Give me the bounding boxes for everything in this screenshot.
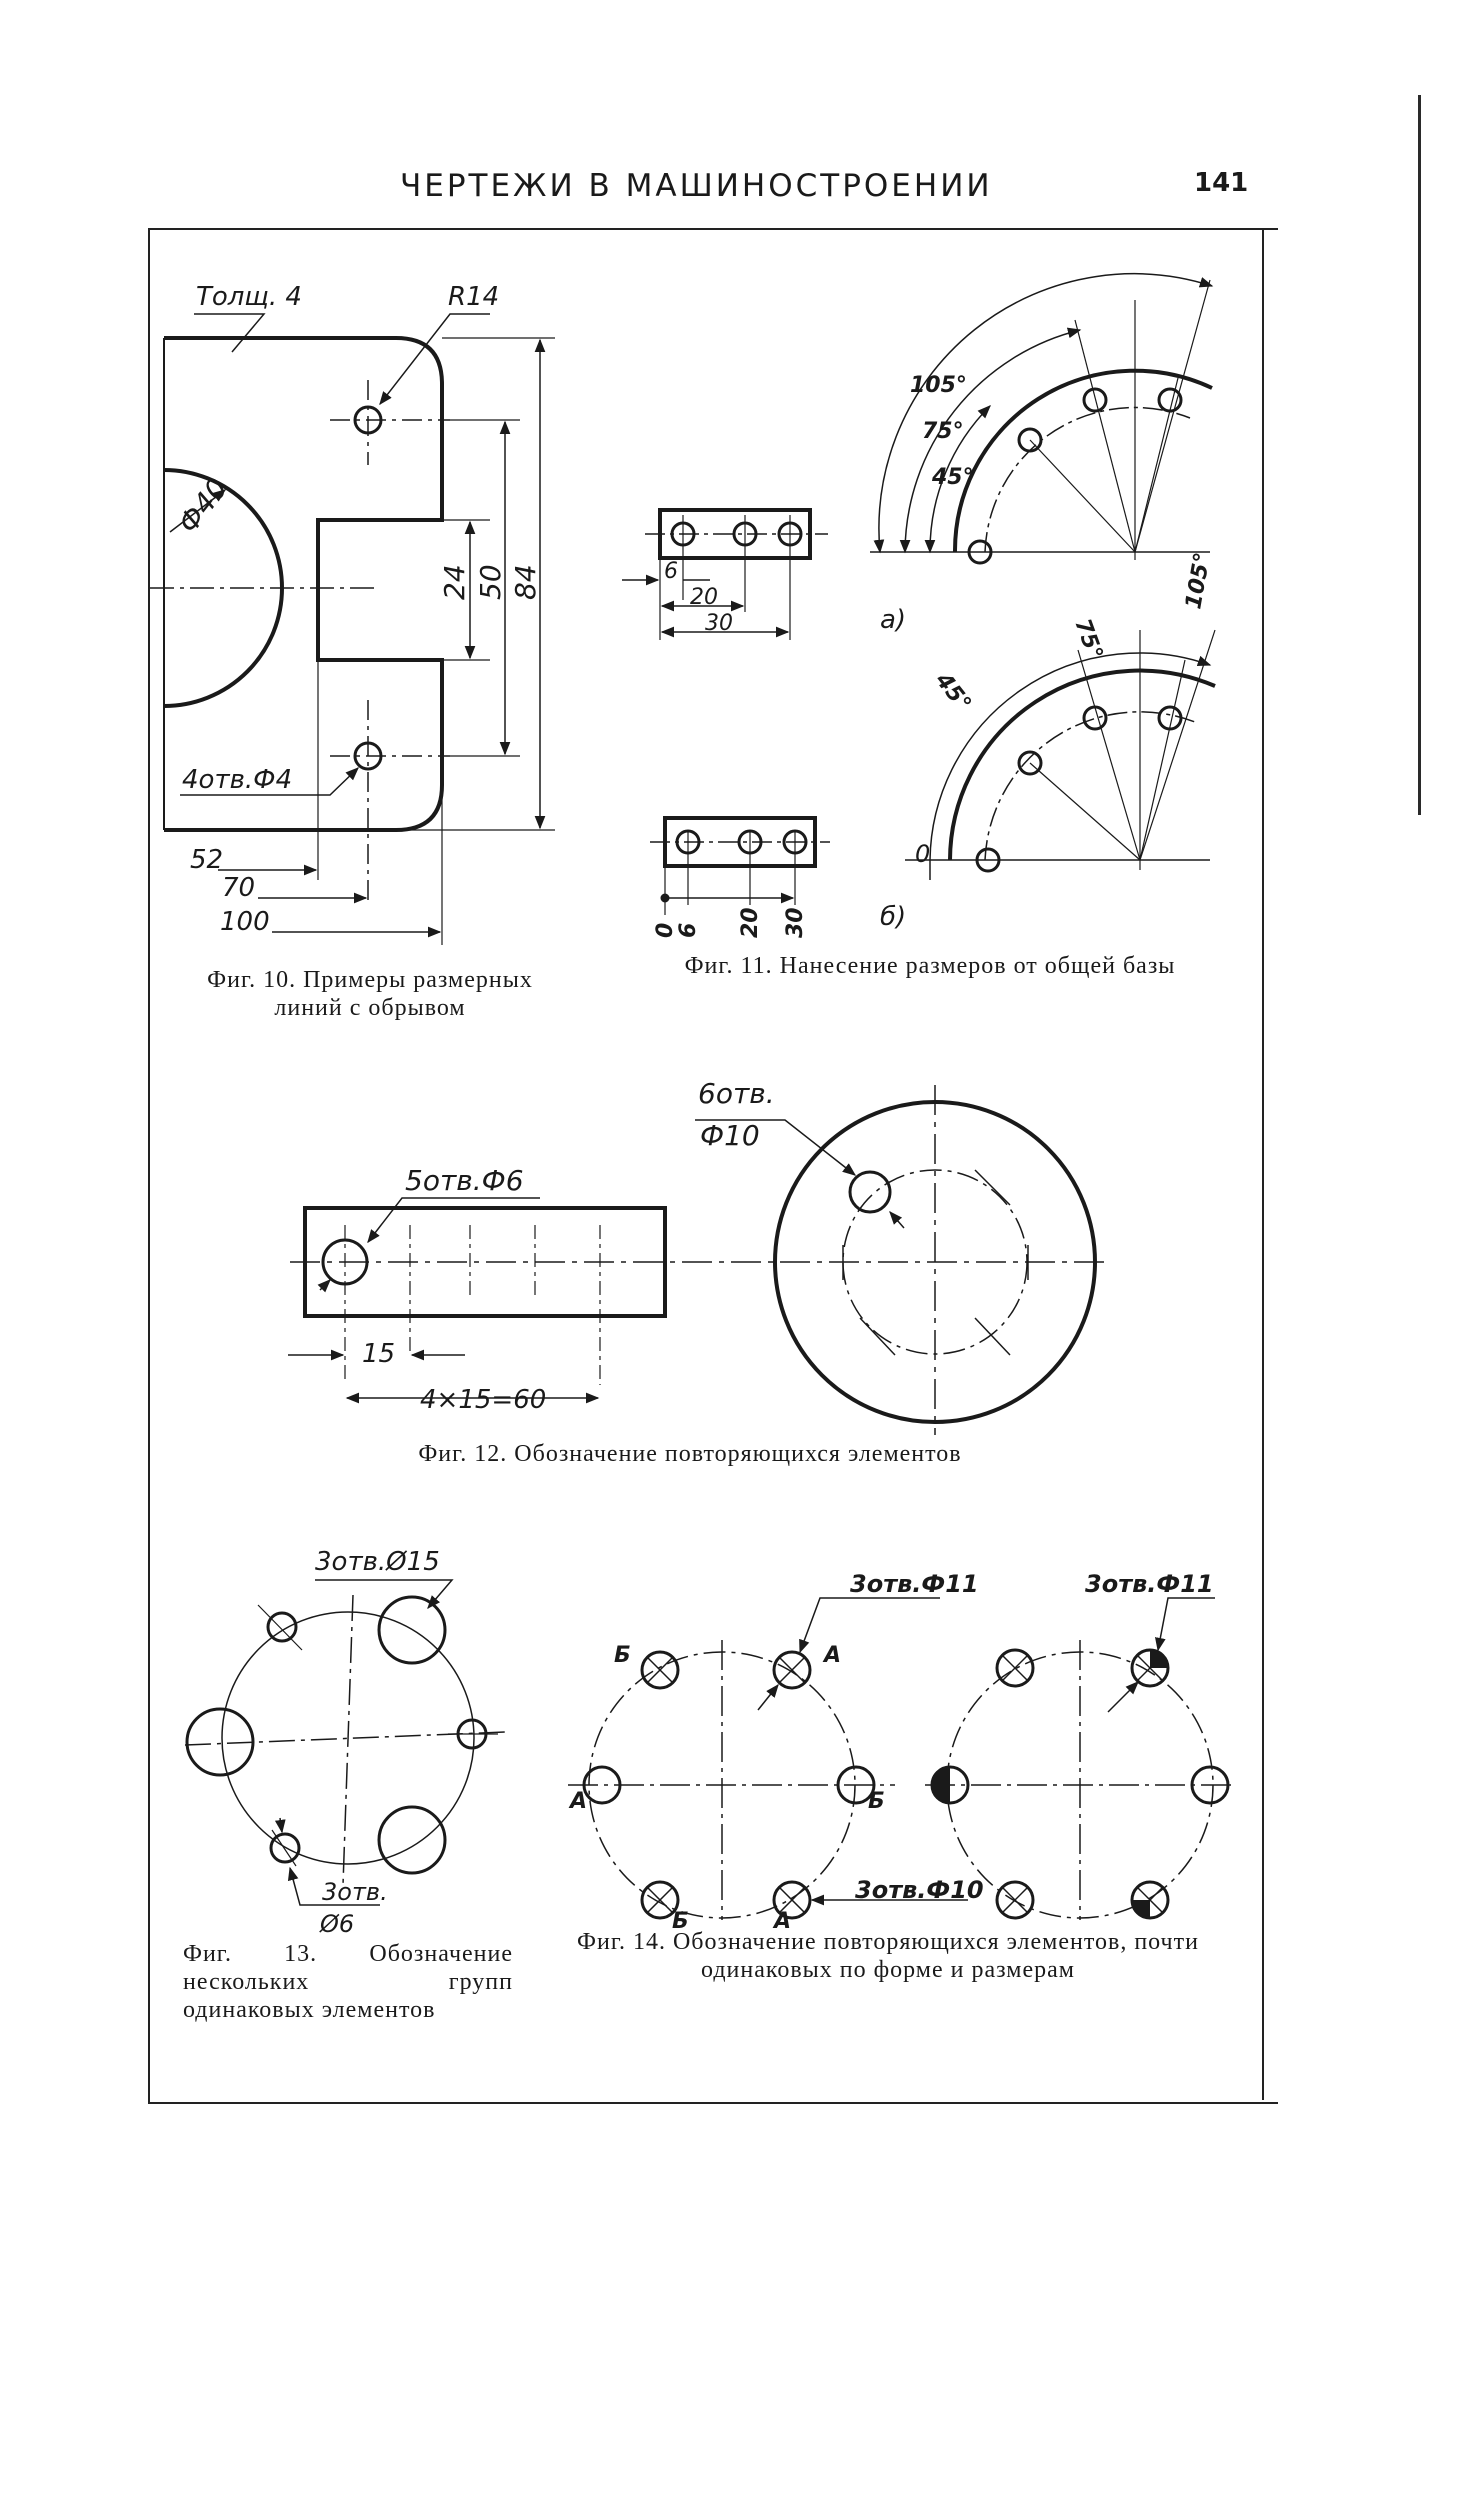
fig11b-value-30: 30 xyxy=(783,907,808,938)
fig14-bottom-label: 3отв.Ф10 xyxy=(855,1876,984,1904)
fig10-dim-50: 50 xyxy=(474,564,507,600)
page-header: ЧЕРТЕЖИ В МАШИНОСТРОЕНИИ 141 xyxy=(0,168,1472,208)
fig11-caption: Фиг. 11. Нанесение размеров от общей баз… xyxy=(684,953,1176,979)
fig12-holes6-label: 6отв. xyxy=(698,1077,775,1110)
fig12-dim-60: 4×15=60 xyxy=(420,1385,546,1415)
fig10-caption: Фиг. 10. Примеры размерных линий с обрыв… xyxy=(207,967,533,1021)
fig13-top-label: 3отв.Ø15 xyxy=(315,1547,440,1577)
fig11b-angle-105: 105° xyxy=(1181,551,1216,611)
fig12-caption: Фиг. 12. Обозначение повторяющихся элеме… xyxy=(418,1441,962,1467)
fig10-thickness-label: Толщ. 4 xyxy=(196,282,302,312)
fig10-dim-70: 70 xyxy=(222,873,255,903)
fig14-left-top-label: 3отв.Ф11 xyxy=(850,1570,979,1598)
fig13-disc xyxy=(184,1579,506,1906)
fig10-dim-24: 24 xyxy=(438,564,471,600)
page-number: 141 xyxy=(1194,168,1249,198)
fig11b-label: б) xyxy=(880,902,906,932)
fig11b-zero: 0 xyxy=(915,840,930,868)
margin-rule xyxy=(1418,95,1421,815)
fig14-label-A1: А xyxy=(822,1643,841,1668)
fig10-radius-label: R14 xyxy=(448,282,499,312)
fig14-left-disc xyxy=(568,1597,968,1920)
fig13-caption: Фиг. 13. Обозначение нескольких групп од… xyxy=(183,1941,513,2023)
fig10-dim-52: 52 xyxy=(190,845,223,875)
fig10-holes-label: 4отв.Ф4 xyxy=(182,765,292,795)
fig11a-arc xyxy=(870,273,1214,565)
fig12-dim-15: 15 xyxy=(362,1339,395,1369)
fig14-label-A3: А xyxy=(772,1909,791,1934)
fig14-label-A2: А xyxy=(568,1789,587,1814)
fig14-caption: Фиг. 14. Обозначение повторяющихся элеме… xyxy=(577,1929,1199,1983)
fig12-bar xyxy=(288,1197,1110,1404)
fig11b-value-20: 20 xyxy=(738,907,763,938)
fig14-label-B2: Б xyxy=(868,1789,885,1814)
fig11a-dim-30: 30 xyxy=(705,611,733,636)
fig11b-plate xyxy=(650,816,830,915)
fig11b-value-0: 0 xyxy=(653,923,678,938)
fig11a-plate xyxy=(622,508,828,640)
fig12-disc xyxy=(695,1085,1097,1435)
fig12-dia10-label: Ф10 xyxy=(700,1119,760,1152)
fig13-bottom-label: 3отв. xyxy=(322,1878,388,1906)
figure-frame-right xyxy=(1262,228,1264,2100)
fig10-drawing xyxy=(150,313,555,945)
fig10-dim-100: 100 xyxy=(220,907,270,937)
fig14-label-B1: Б xyxy=(614,1643,631,1668)
fig14-right-top-label: 3отв.Ф11 xyxy=(1085,1570,1214,1598)
fig11a-angle-75: 75° xyxy=(922,419,964,444)
fig11a-label: а) xyxy=(880,605,906,635)
fig11a-angle-105: 105° xyxy=(910,373,967,398)
fig11a-dim-6: 6 xyxy=(664,559,678,584)
fig11a-dim-20: 20 xyxy=(690,585,718,610)
fig11b-arc xyxy=(905,629,1216,880)
fig11a-angle-45: 45° xyxy=(931,465,974,490)
fig14-right-disc xyxy=(925,1597,1235,1920)
fig12-holes5-label: 5отв.Ф6 xyxy=(405,1164,524,1197)
fig13-bottom-dia: Ø6 xyxy=(319,1910,354,1938)
running-title: ЧЕРТЕЖИ В МАШИНОСТРОЕНИИ xyxy=(400,168,993,204)
fig14-label-B3: Б xyxy=(672,1909,689,1934)
figure-frame xyxy=(148,228,1278,2104)
fig11b-angle-75: 75° xyxy=(1069,616,1107,664)
fig10-dim-84: 84 xyxy=(509,564,542,600)
fig10-diameter-label: Ф40 xyxy=(172,472,235,539)
fig11b-angle-45: 45° xyxy=(930,668,976,717)
fig10-part-outline xyxy=(164,336,444,832)
fig11b-value-6: 6 xyxy=(676,923,701,938)
